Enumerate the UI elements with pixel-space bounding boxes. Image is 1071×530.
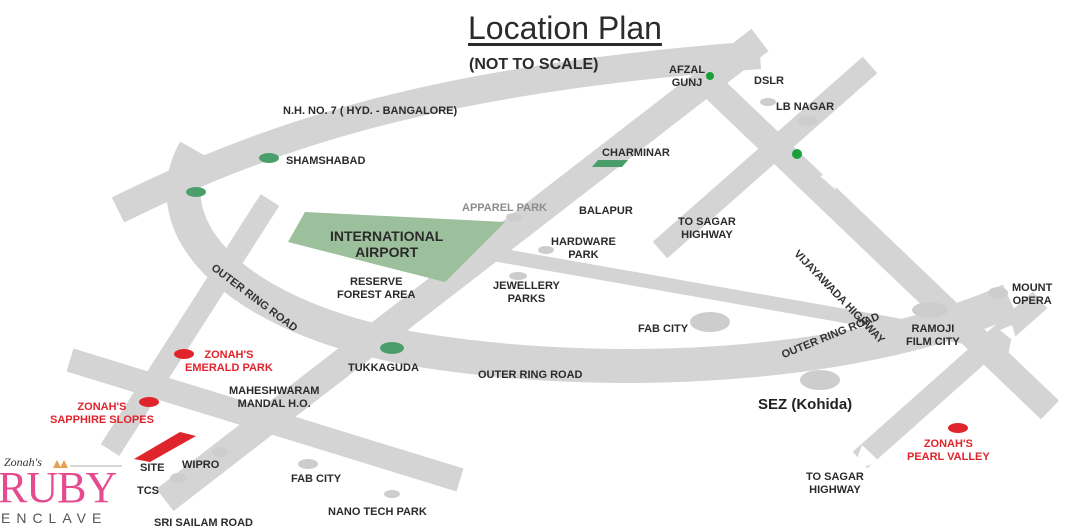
wipro-label: WIPRO <box>182 459 220 471</box>
emerald-park-marker <box>174 349 194 359</box>
logo-wordmark: RUBY <box>0 463 117 512</box>
map-title: Location Plan <box>468 10 662 46</box>
sez-marker <box>800 370 840 390</box>
fab-city-right-marker <box>690 312 730 332</box>
charminar-label: CHARMINAR <box>602 147 670 159</box>
left-road <box>100 194 280 456</box>
nano-tech-park-label: NANO TECH PARK <box>328 506 427 518</box>
lb-nagar-label: LB NAGAR <box>776 101 835 113</box>
nh7-label: N.H. NO. 7 ( HYD. - BANGALORE) <box>283 105 458 117</box>
fab-city-bottom-marker <box>298 459 318 469</box>
sagar-highway-top <box>652 56 878 259</box>
afzal-marker <box>706 72 714 80</box>
outer-ring-road-center-label: OUTER RING ROAD <box>478 369 583 381</box>
apparel-park-marker <box>506 213 522 221</box>
apparel-park-label: APPAREL PARK <box>462 202 547 214</box>
arrow-vijayawada <box>820 172 836 190</box>
balapur-label: BALAPUR <box>579 205 633 217</box>
nh7-road <box>111 41 762 223</box>
logo-subtitle: ENCLAVE <box>1 510 108 526</box>
fab-city-bottom-label: FAB CITY <box>291 473 342 485</box>
dslr-marker <box>760 98 776 106</box>
reserve-forest-label: RESERVE FOREST AREA <box>337 276 416 301</box>
srisailam-road-label: SRI SAILAM ROAD <box>154 517 253 529</box>
shamshabad-label: SHAMSHABAD <box>286 155 366 167</box>
to-sagar-top-label: TO SAGAR HIGHWAY <box>678 216 736 241</box>
junction-marker <box>186 187 206 197</box>
tcs-marker <box>170 473 186 483</box>
lb-nagar-marker <box>792 149 802 159</box>
maheshwaram-label: MAHESHWARAM MANDAL H.O. <box>229 385 320 410</box>
fab-city-right-label: FAB CITY <box>638 323 689 335</box>
map-subtitle: (NOT TO SCALE) <box>469 56 599 73</box>
srisailam-road <box>156 28 769 512</box>
sapphire-slopes-label: ZONAH'S SAPPHIRE SLOPES <box>50 401 154 426</box>
airport-east-road <box>468 243 1012 352</box>
mount-opera-marker <box>988 287 1008 299</box>
emerald-park-label: ZONAH'S EMERALD PARK <box>185 349 273 374</box>
pearl-valley-label: ZONAH'S PEARL VALLEY <box>907 438 990 463</box>
lb-nagar-blob <box>798 116 818 126</box>
sez-label: SEZ (Kohida) <box>758 396 853 413</box>
arrow-ring-right <box>1000 325 1018 345</box>
logo-crown-icon-2 <box>60 460 68 468</box>
jewellery-parks-label: JEWELLERY PARKS <box>493 280 560 305</box>
to-sagar-bottom-label: TO SAGAR HIGHWAY <box>806 471 864 496</box>
outer-ring-road <box>166 141 1018 383</box>
sapphire-slopes-marker <box>139 397 159 407</box>
charminar-marker <box>592 160 628 167</box>
dslr-label: DSLR <box>754 75 784 87</box>
shamshabad-marker <box>259 153 279 163</box>
sagar-arrow-bottom <box>853 445 880 470</box>
nano-tech-marker <box>384 490 400 498</box>
wipro-marker <box>212 447 228 457</box>
site-label: SITE <box>140 462 165 474</box>
jewellery-marker <box>509 272 527 280</box>
afzal-gunj-label: AFZAL GUNJ <box>669 64 706 89</box>
logo-crown-icon <box>53 460 61 468</box>
tcs-label: TCS <box>137 485 159 497</box>
airport-label: INTERNATIONAL AIRPORT <box>330 228 444 260</box>
arrow-srisailam <box>245 455 270 480</box>
tukkaguda-label: TUKKAGUDA <box>348 362 419 374</box>
ramoji-marker <box>912 302 948 318</box>
tukkaguda-marker <box>380 342 404 354</box>
ramoji-label: RAMOJI FILM CITY <box>906 323 960 348</box>
bottom-road <box>66 348 464 492</box>
airport-area <box>288 212 505 282</box>
hardware-park-label: HARDWARE PARK <box>551 236 616 261</box>
site-marker <box>134 432 196 462</box>
hardware-park-marker <box>538 246 554 254</box>
pearl-valley-marker <box>948 423 968 433</box>
mount-opera-label: MOUNT OPERA <box>1012 282 1053 307</box>
logo-brand-prefix: Zonah's <box>4 455 42 469</box>
